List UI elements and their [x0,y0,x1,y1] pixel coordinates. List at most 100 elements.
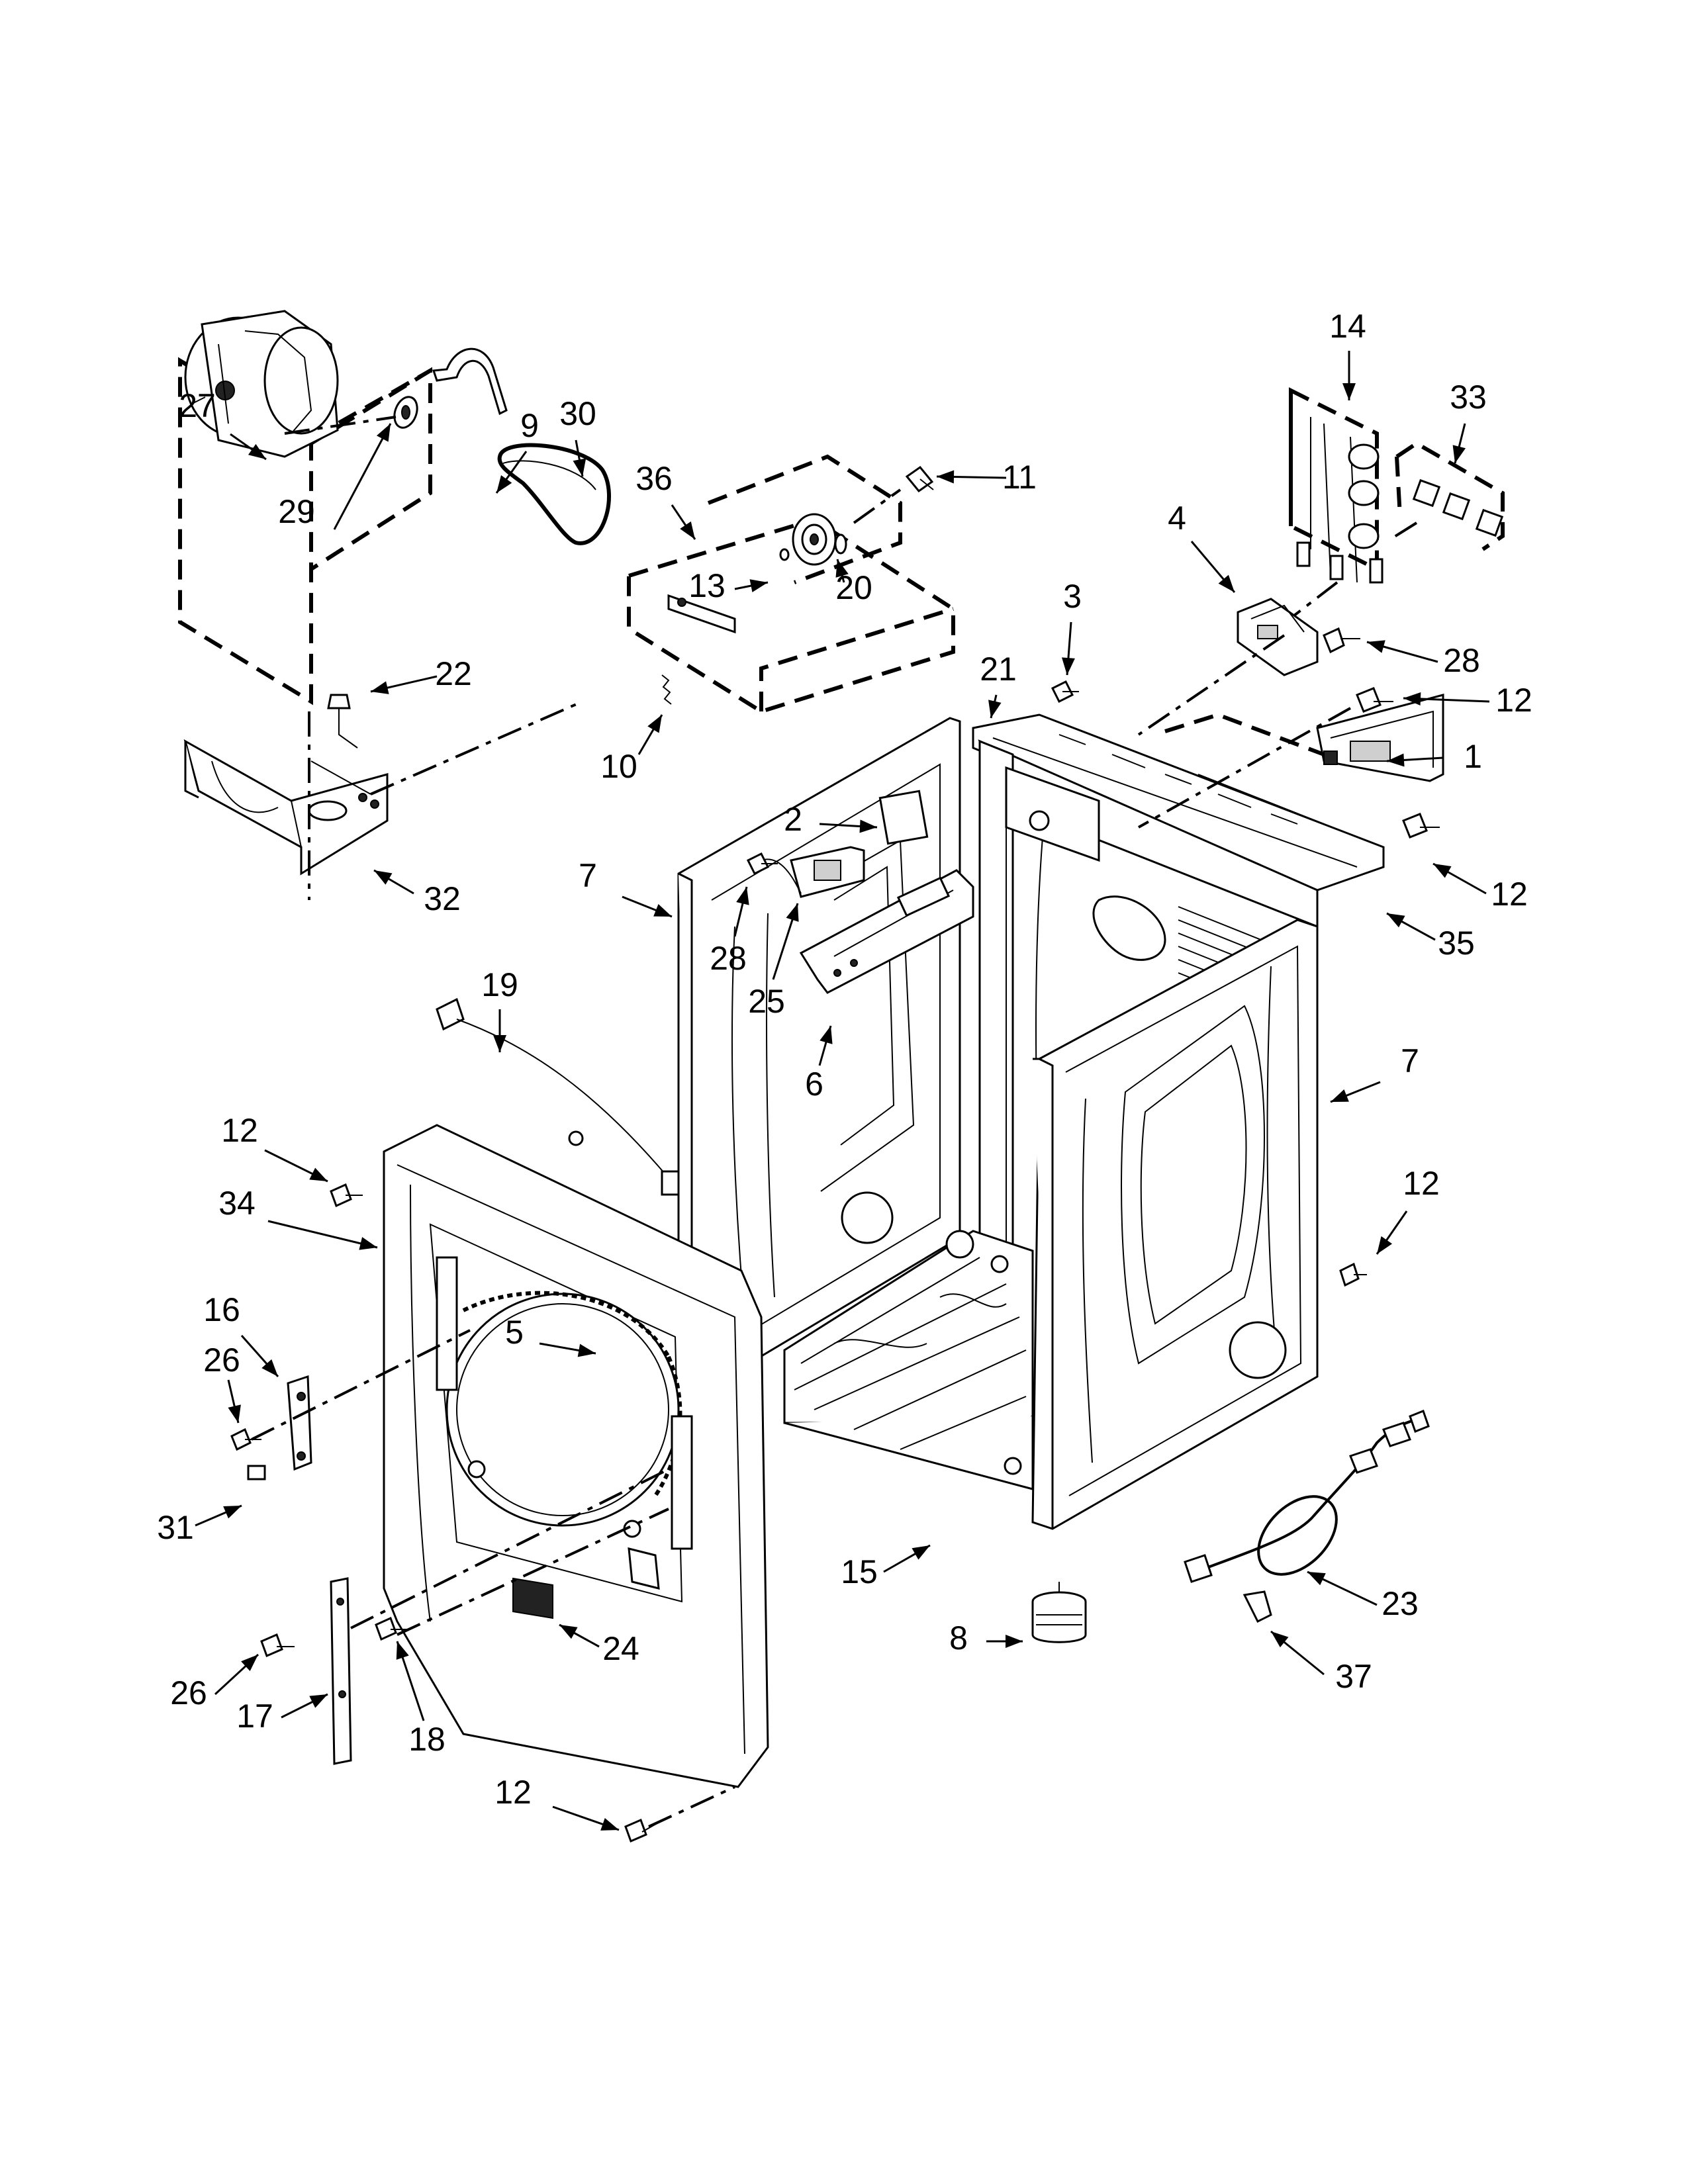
callout-7: 7 [1330,1042,1419,1103]
arrowhead [1006,1635,1023,1648]
arrowhead [835,559,849,578]
part-number-label: 3 [1063,578,1082,615]
arrowhead [248,443,266,459]
part-number-label: 32 [424,880,461,917]
part-number-label: 19 [481,966,518,1003]
left-side-panel-shape [677,717,961,1391]
hinge-catch-shape [247,1465,266,1480]
callout-32: 32 [373,869,461,917]
motor-clamp-shape [432,347,508,416]
part-number-label: 25 [748,983,785,1020]
arrowhead [1387,753,1405,767]
arrowhead [1387,913,1405,928]
arrowhead [1331,1089,1349,1102]
drive-motor-shape [184,310,339,458]
wire-harness-shape [436,997,680,1196]
callout-2: 2 [784,801,878,838]
screw-18-shape [375,1616,407,1641]
arrowhead [374,870,393,885]
hinge-bar-shape [330,1577,352,1765]
part-number-label: 24 [602,1630,639,1667]
screw-28-mid-shape [746,852,778,876]
front-panel-shape [383,1124,769,1788]
part-number-label: 4 [1168,500,1186,537]
arrowhead [937,470,955,484]
callout-22: 22 [370,655,472,694]
part-number-label: 7 [579,857,597,894]
part-number-label: 23 [1382,1585,1419,1622]
callout-12: 12 [1376,1165,1440,1255]
arrowhead [736,887,749,905]
part-number-label: 22 [435,655,472,692]
callout-34: 34 [218,1185,378,1250]
part-number-label: 12 [221,1112,258,1149]
callout-33: 33 [1450,379,1487,464]
callout-21: 21 [980,651,1017,719]
leader-line [267,1220,378,1249]
arrowhead [1307,1572,1326,1586]
screw-11-shape [905,465,934,493]
callout-4: 4 [1168,500,1236,593]
part-number-label: 27 [179,387,216,424]
callout-16: 16 [203,1291,279,1377]
arrowhead [680,521,695,539]
part-number-label: 33 [1450,379,1487,416]
part-number-label: 28 [1443,642,1480,679]
support-bracket-shape [799,869,974,994]
part-number-label: 5 [505,1314,524,1351]
part-number-label: 30 [559,395,596,432]
door-hinge-shape [287,1375,312,1471]
part-number-label: 37 [1335,1658,1372,1695]
screw-26-upper-shape [230,1428,261,1451]
part-number-label: 18 [408,1721,445,1758]
arrowhead [573,458,586,477]
callout-20: 20 [835,559,872,606]
part-number-label: 14 [1329,308,1366,345]
screw-12-right-low-shape [1339,1262,1367,1287]
terminal-bracket-shape [1237,598,1319,676]
arrowhead [241,1655,258,1671]
callout-3: 3 [1061,578,1082,676]
callout-18: 18 [396,1641,445,1758]
arrowhead [376,424,391,442]
part-number-label: 12 [1491,876,1528,913]
callout-12: 12 [1403,682,1532,719]
leveling-foot-shape [1031,1582,1087,1643]
motor-bracket-shape [183,739,389,876]
part-number-label: 26 [203,1342,240,1379]
callout-35: 35 [1386,912,1475,962]
arrowhead [1342,383,1356,400]
callout-37: 37 [1270,1630,1372,1695]
part-number-label: 12 [494,1774,532,1811]
part-number-label: 6 [805,1066,823,1103]
part-number-label: 17 [236,1698,273,1735]
arrowhead [371,681,389,694]
callout-6: 6 [805,1025,833,1103]
arrowhead [261,1359,278,1377]
part-number-label: 26 [170,1674,207,1711]
callout-11: 11 [936,459,1037,496]
part-number-label: 34 [218,1185,256,1222]
part-number-label: 29 [278,493,315,530]
screw-28-right-shape [1323,627,1360,654]
callout-23: 23 [1307,1570,1419,1622]
arrowhead [653,904,672,917]
arrowhead [912,1545,930,1560]
arrowhead [496,475,512,493]
callout-12: 12 [221,1112,328,1183]
arrowhead [577,1343,596,1357]
callout-12: 12 [1432,862,1528,913]
part-number-label: 35 [1438,925,1475,962]
terminal-block-group [1289,387,1383,617]
callout-1: 1 [1386,738,1482,775]
callout-12: 12 [494,1774,620,1831]
arrowhead [559,1625,578,1639]
part-number-label: 36 [635,460,673,497]
arrowhead [359,1237,377,1250]
arrowhead [309,1167,328,1181]
switch-bracket-shape [790,846,865,898]
idler-spring-shape [661,674,672,705]
callout-7: 7 [579,857,673,918]
